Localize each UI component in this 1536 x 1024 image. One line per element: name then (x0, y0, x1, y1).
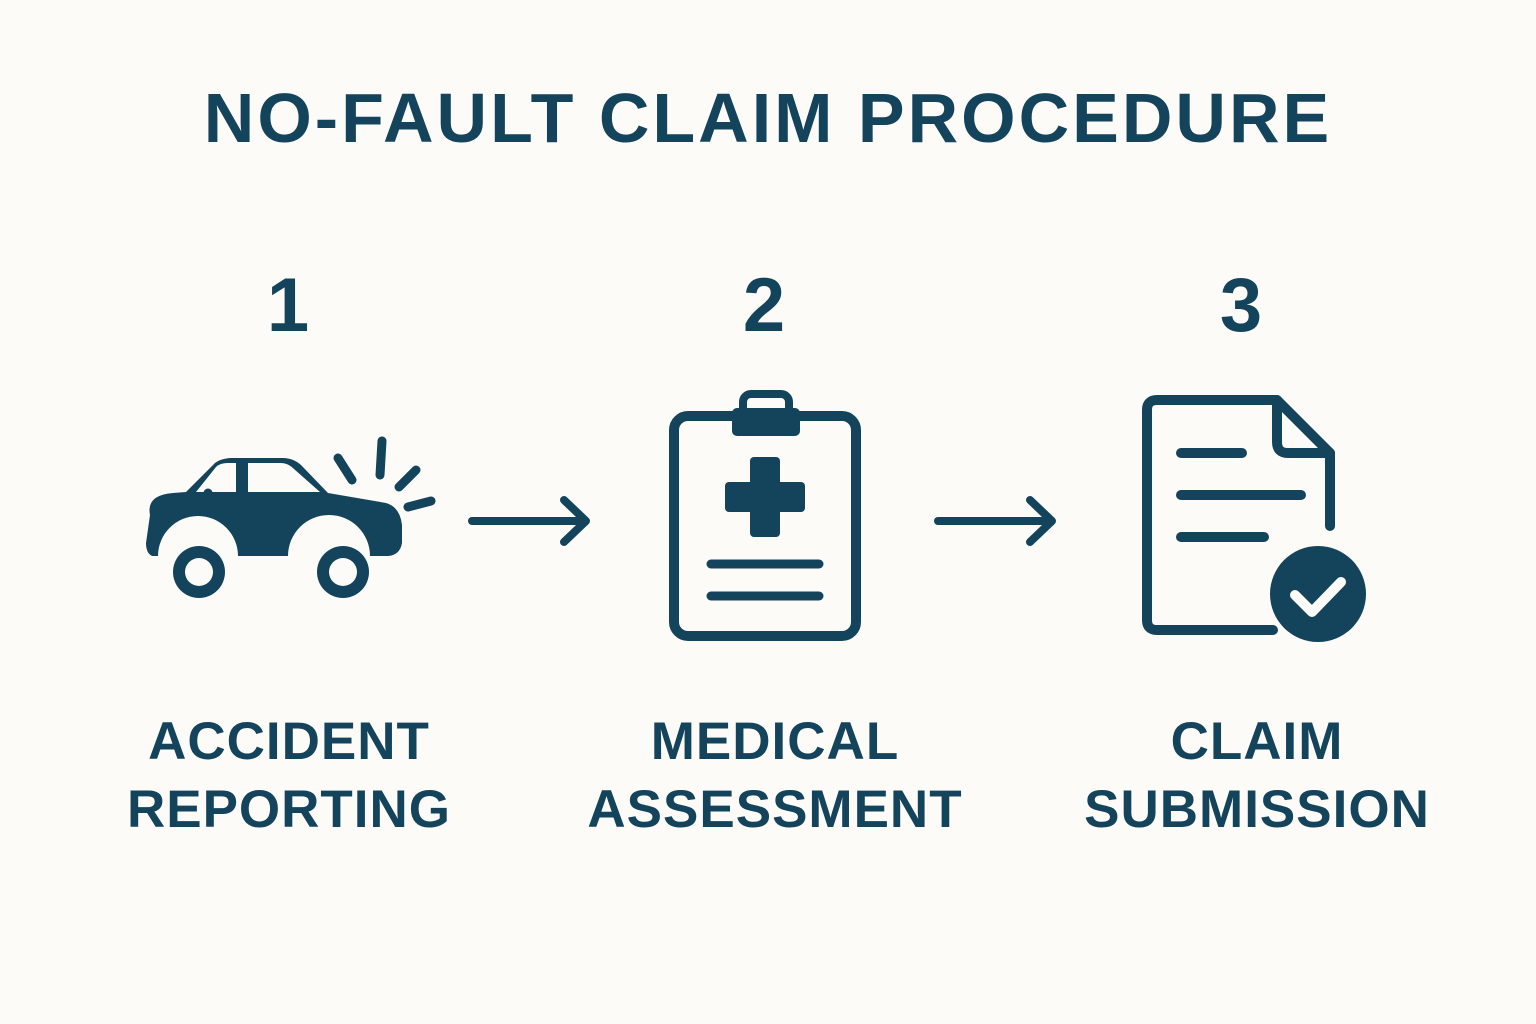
step-2-label-line2: ASSESSMENT (587, 780, 963, 839)
car-crash-icon (146, 436, 436, 598)
arrow-right-icon (934, 496, 1056, 546)
step-2-number: 2 (742, 263, 786, 348)
document-check-icon (1142, 395, 1366, 642)
step-2-label: MEDICAL ASSESSMENT (565, 708, 985, 844)
step-1-number: 1 (266, 263, 310, 348)
step-3-label-line1: CLAIM (1170, 712, 1344, 771)
medical-clipboard-icon (669, 390, 861, 641)
page-title: NO-FAULT CLAIM PROCEDURE (203, 79, 1333, 157)
step-3-number: 3 (1219, 263, 1263, 348)
step-1-label: ACCIDENT REPORTING (79, 708, 499, 844)
step-3-label-line2: SUBMISSION (1084, 780, 1430, 839)
step-1-label-line1: ACCIDENT (148, 712, 430, 771)
step-3-label: CLAIM SUBMISSION (1047, 708, 1467, 844)
step-1-label-line2: REPORTING (126, 780, 452, 839)
arrow-right-icon (468, 496, 590, 546)
step-2-label-line1: MEDICAL (650, 712, 900, 771)
